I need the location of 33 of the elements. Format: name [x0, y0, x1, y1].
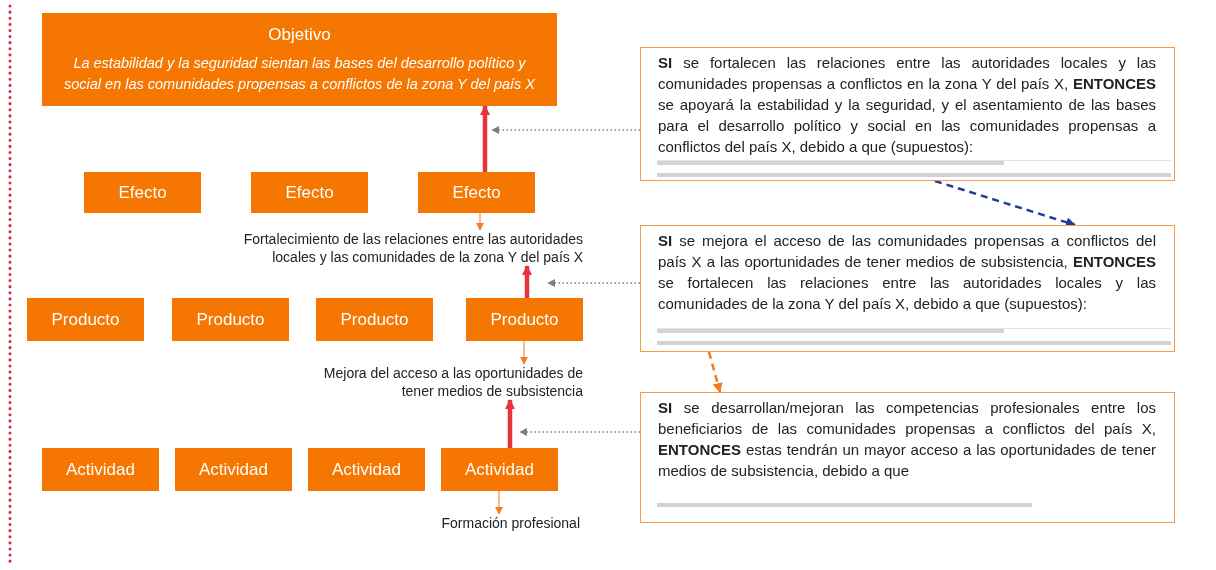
dotted-arrow	[547, 279, 641, 287]
arrow	[520, 340, 528, 365]
result-text: Formación profesional	[420, 514, 580, 534]
activity-box: Actividad	[308, 448, 425, 491]
hypothesis-text: SI se desarrollan/mejoran las competencias profesionales entre los beneficiarios de las comunidades propensas a conflictos del país X, ENTONCES estas tendrán un mayor acceso a las oportunidades de tener medios de subsistencia, debido a que	[658, 398, 1156, 481]
effect-box: Efecto	[418, 172, 535, 213]
activity-box: Actividad	[42, 448, 159, 491]
objective-box	[42, 13, 557, 106]
effect-box: Efecto	[251, 172, 368, 213]
dotted-arrow	[519, 428, 641, 436]
dotted-arrow	[491, 126, 641, 134]
objective-title: Objetivo	[268, 25, 331, 45]
arrow	[495, 490, 503, 515]
product-box: Producto	[466, 298, 583, 341]
product-box: Producto	[172, 298, 289, 341]
activity-box: Actividad	[175, 448, 292, 491]
hypothesis-text: SI se mejora el acceso de las comunidades propensas a conflictos del país X a las oportunidades de tener medios de subsistencia, ENTONCES se fortalecen las relaciones entre las autoridades locales y las comunidades de la zona Y del país X, debido a que (supuestos):	[658, 231, 1156, 314]
product-box: Producto	[316, 298, 433, 341]
assumption-box	[640, 225, 1175, 352]
dashed-arrow	[707, 351, 723, 393]
arrow	[505, 399, 515, 448]
assumption-box	[640, 392, 1175, 523]
arrow	[522, 265, 532, 298]
result-text: Fortalecimiento de las relaciones entre las autoridades locales y las comunidades de la zona Y del país X	[200, 230, 583, 266]
product-box: Producto	[27, 298, 144, 341]
activity-box: Actividad	[441, 448, 558, 491]
effect-box: Efecto	[84, 172, 201, 213]
objective-description: La estabilidad y la seguridad sientan las bases del desarrollo político y social en las comunidades propensas a conflictos de la zona Y del país X	[63, 54, 536, 94]
arrow	[480, 105, 490, 172]
result-text: Mejora del acceso a las oportunidades de tener medios de subsistencia	[295, 364, 583, 400]
assumption-box	[640, 47, 1175, 181]
arrow	[476, 212, 484, 231]
hypothesis-text: SI se fortalecen las relaciones entre las autoridades locales y las comunidades propensas a conflictos en la zona Y del país X, ENTONCES se apoyará la estabilidad y la seguridad, y el asentamiento de las bases para el desarrollo político y social en las comunidades propensas a conflictos del país X, debido a que (supuestos):	[658, 53, 1156, 157]
